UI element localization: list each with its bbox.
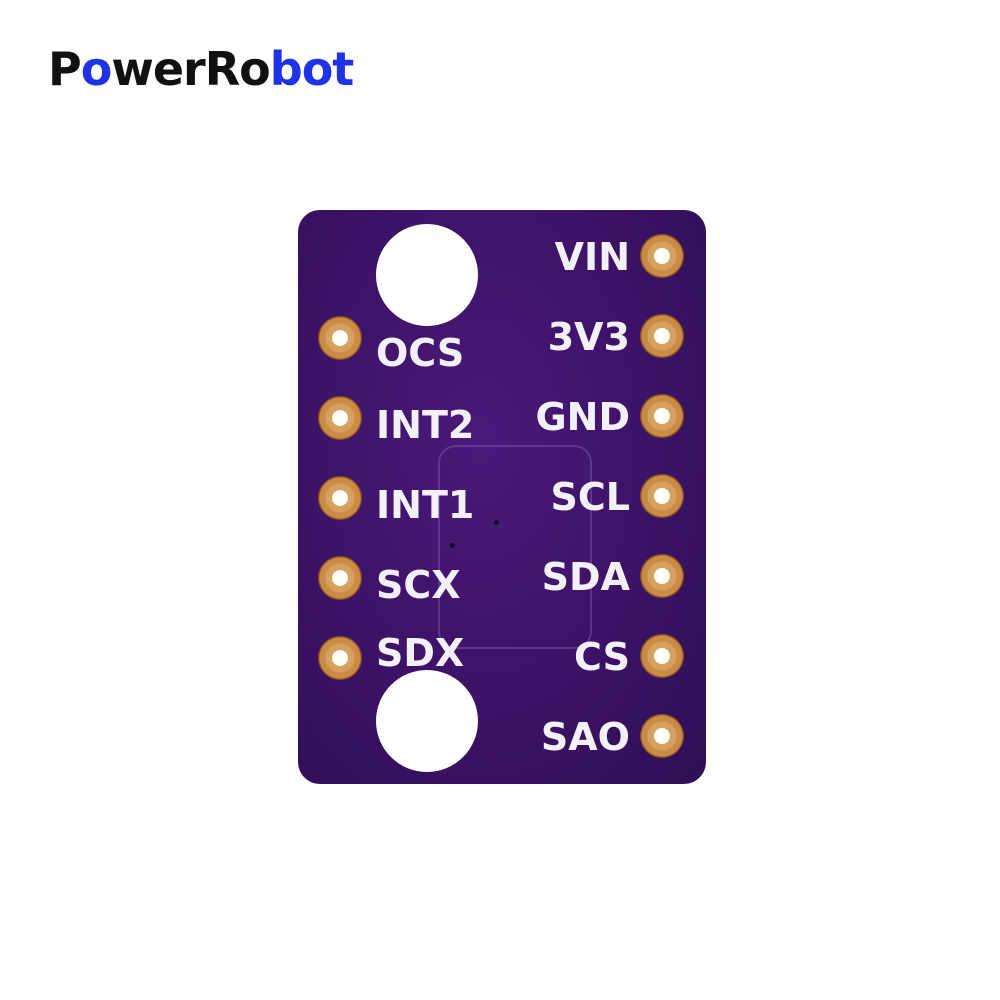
pin-label-vin: VIN: [554, 235, 630, 279]
brand-text-b: b: [269, 42, 303, 96]
pin-label-sao: SAO: [540, 715, 630, 759]
pin-label-int2: INT2: [376, 403, 475, 447]
pin-pad-vin: [640, 234, 684, 278]
pin-pad-sdx: [318, 636, 362, 680]
pin-pad-sda: [640, 554, 684, 598]
pin-pad-scl: [640, 474, 684, 518]
pin-pad-ocs: [318, 316, 362, 360]
pin-label-gnd: GND: [535, 395, 630, 439]
mounting-hole-bottom: [376, 670, 478, 772]
sensor-breakout-board: VIN 3V3 GND SCL SDA CS SAO OCS INT2 INT1…: [298, 210, 706, 784]
mounting-hole-top: [376, 224, 478, 326]
pin-pad-scx: [318, 556, 362, 600]
pin-label-cs: CS: [574, 635, 630, 679]
pin-pad-gnd: [640, 394, 684, 438]
brand-text-r: R: [204, 42, 240, 96]
pin-label-scx: SCX: [376, 563, 461, 607]
brand-text-o2: o: [239, 42, 271, 96]
pin-label-ocs: OCS: [376, 331, 465, 375]
brand-text-p: P: [48, 42, 82, 96]
pin-pad-int1: [318, 476, 362, 520]
pin-label-scl: SCL: [550, 475, 630, 519]
brand-text-o: o: [80, 42, 113, 96]
pin-pad-sao: [640, 714, 684, 758]
pin-label-sdx: SDX: [376, 631, 465, 675]
pin-pad-cs: [640, 634, 684, 678]
pin-pad-3v3: [640, 314, 684, 358]
board-dot: [450, 543, 455, 548]
pin-label-sda: SDA: [541, 555, 630, 599]
board-dot: [494, 520, 499, 525]
brand-text-wer: wer: [111, 42, 205, 96]
brand-logo: PowerRobot: [48, 46, 354, 92]
chip-outline: [438, 445, 592, 649]
pin-label-3v3: 3V3: [547, 315, 630, 359]
pin-pad-int2: [318, 396, 362, 440]
brand-text-ot: ot: [301, 42, 355, 96]
pin-label-int1: INT1: [376, 483, 475, 527]
